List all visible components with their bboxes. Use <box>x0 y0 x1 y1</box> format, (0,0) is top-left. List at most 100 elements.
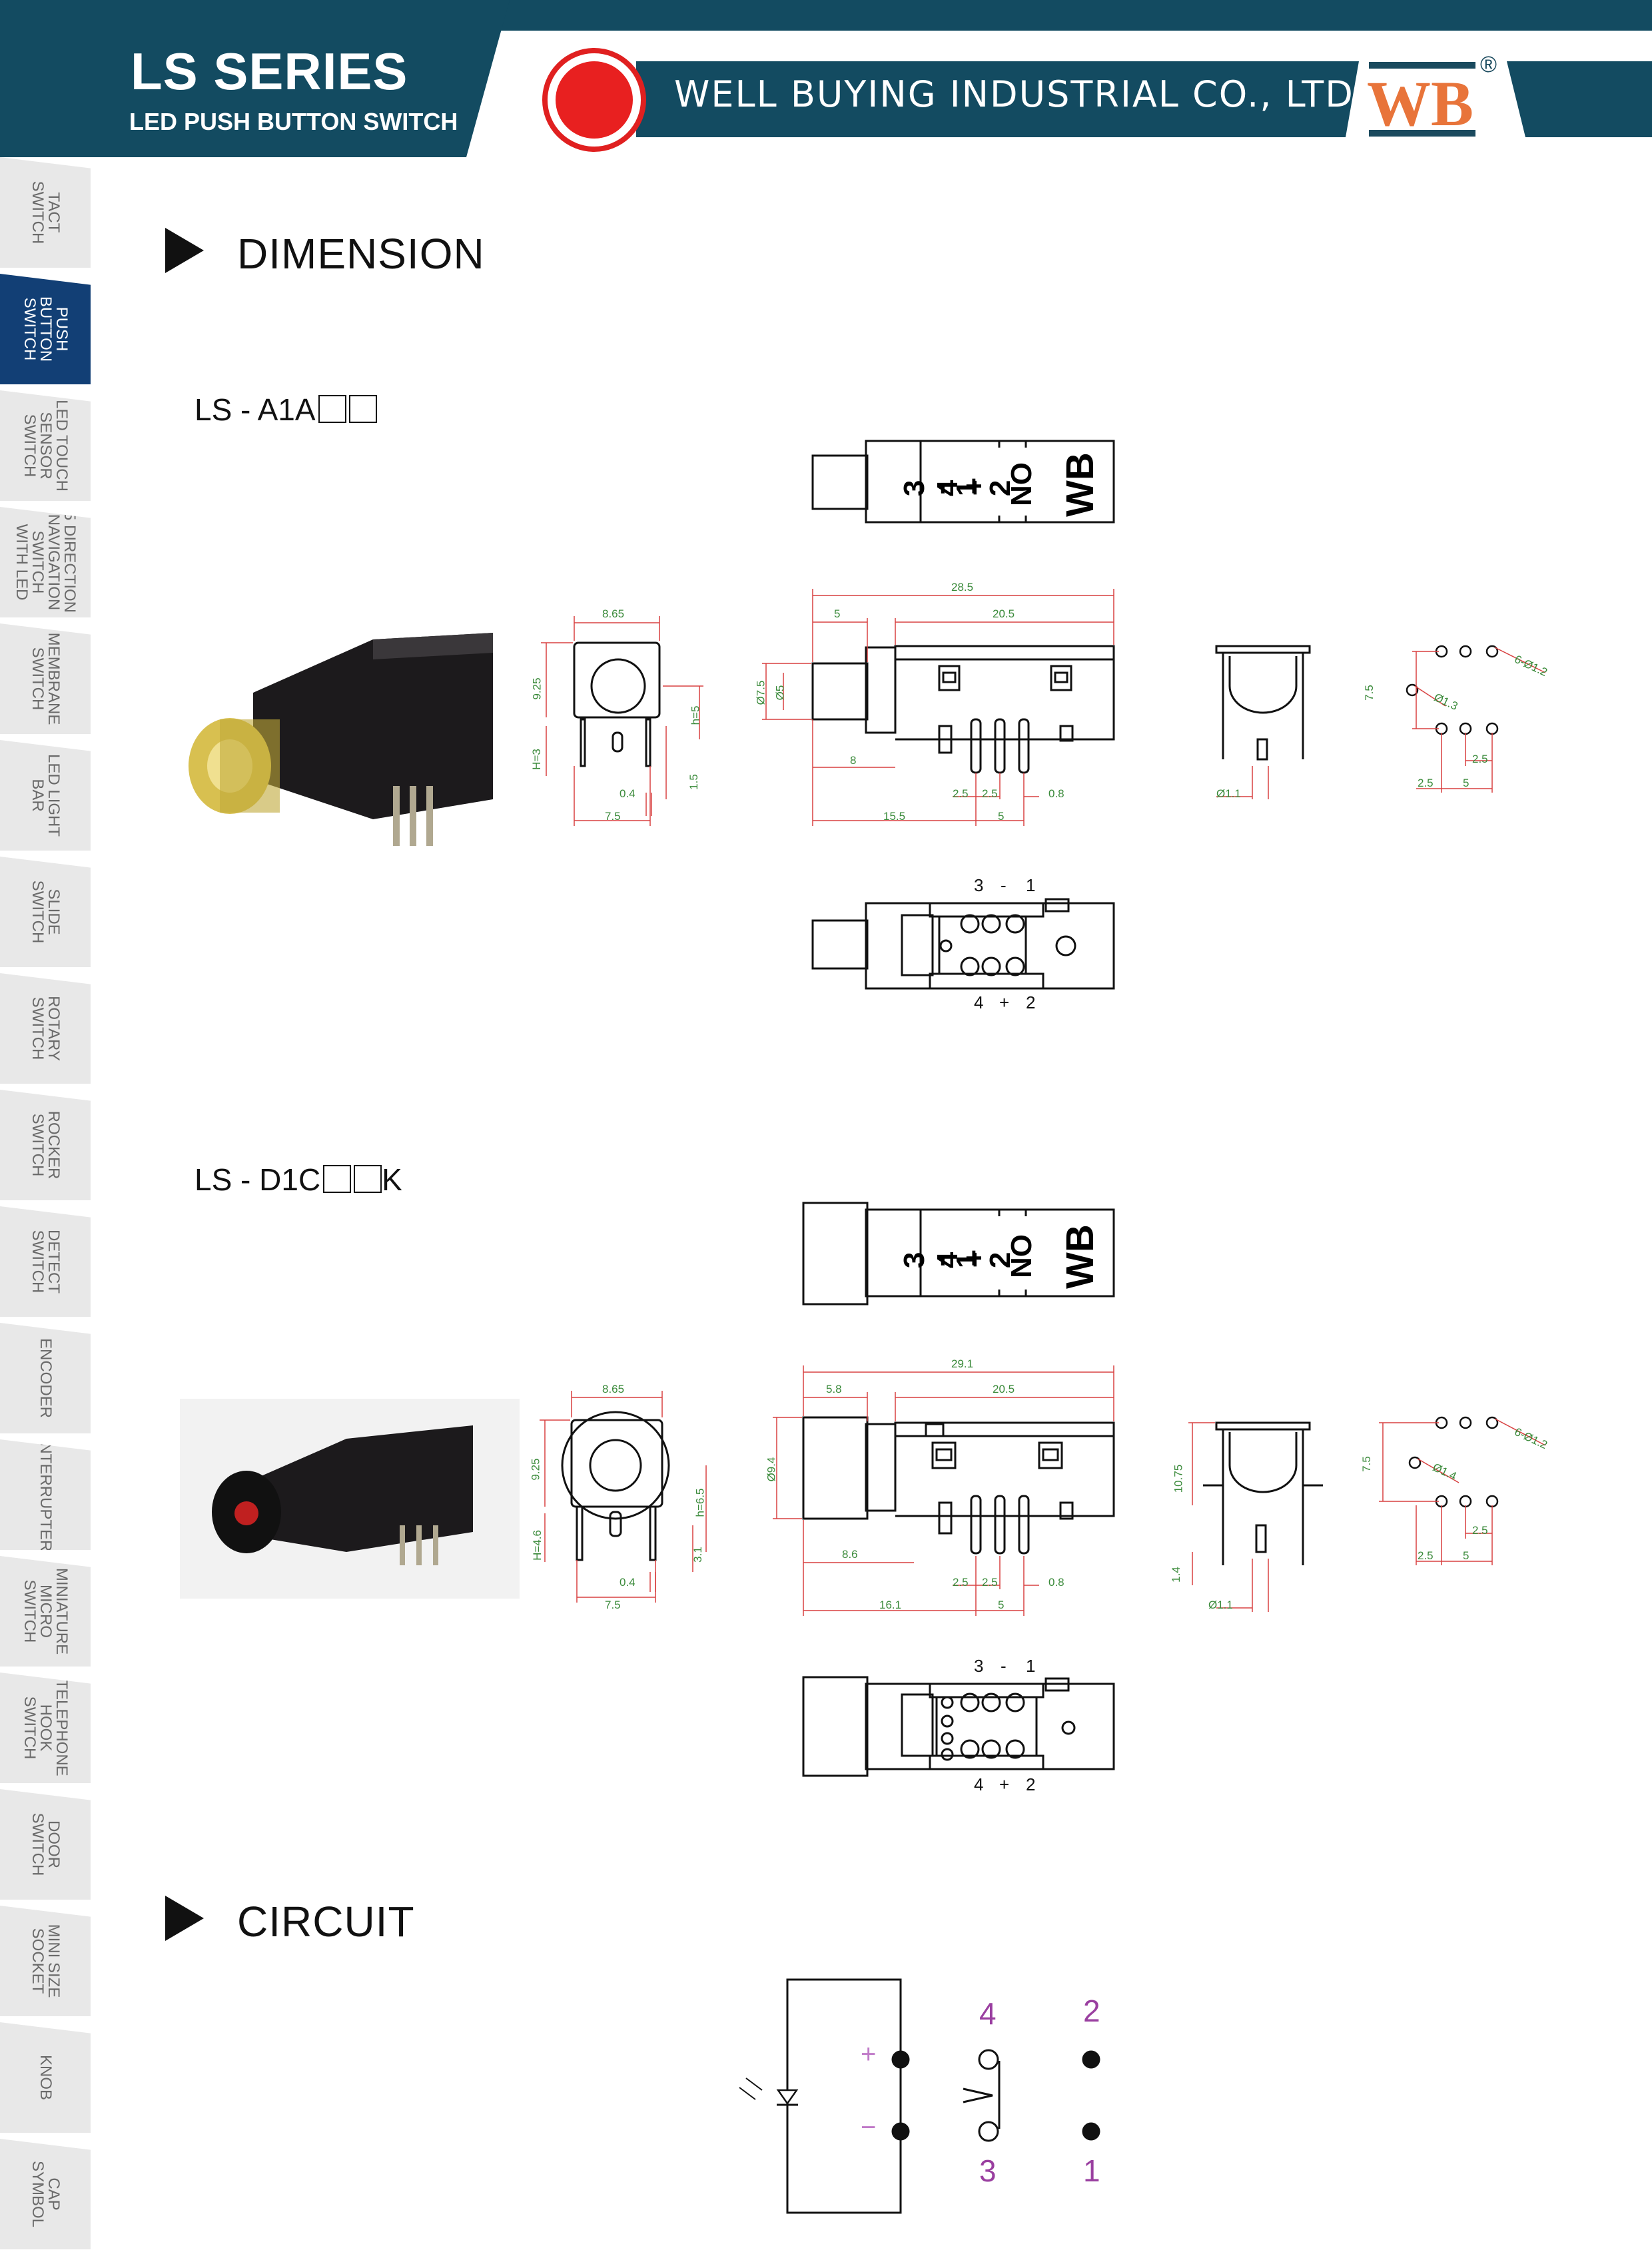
sidebar-tab[interactable]: MINIATURE MICRO SWITCH <box>0 1556 91 1667</box>
sidebar-tab[interactable]: PUSH BUTTON SWITCH <box>0 274 91 384</box>
dim-label: 5 <box>1463 777 1469 789</box>
dim-label: 1.4 <box>1169 1567 1182 1583</box>
registered-mark: ® <box>1480 52 1497 77</box>
dim-label: 20.5 <box>993 607 1015 620</box>
company-name: WELL BUYING INDUSTRIAL CO., LTD <box>674 73 1354 115</box>
dim-label: 20.5 <box>993 1383 1015 1395</box>
d1c-side-view <box>773 1365 1115 1616</box>
dim-label: 15.5 <box>883 810 906 823</box>
dim-label: 2.5 <box>953 1576 969 1589</box>
dim-label: 5 <box>834 607 841 620</box>
dim-label: 2.5 <box>1472 1524 1488 1537</box>
pin-number: 1 <box>1083 2153 1100 2188</box>
dim-label: Ø5 <box>773 685 787 701</box>
series-subtitle: LED PUSH BUTTON SWITCH <box>129 108 458 135</box>
circuit-diagram <box>739 1978 1100 2214</box>
led-minus-label: − <box>861 2113 877 2142</box>
d1c-top-view <box>802 1202 1115 1306</box>
sidebar-tab[interactable]: KNOB <box>0 2022 91 2133</box>
dim-label: 0.8 <box>1048 1576 1064 1589</box>
pin-label: 1 <box>1026 875 1036 895</box>
model-label-a1a: LS - A1A <box>195 392 377 428</box>
a1a-bottom-view <box>811 898 1115 990</box>
sidebar-tab[interactable]: CAP SYMBOL <box>0 2139 91 2249</box>
dim-label: 10.75 <box>1172 1464 1185 1493</box>
pin-label: 4 <box>974 992 984 1012</box>
dim-label: 2.5 <box>1418 777 1434 789</box>
sidebar-tab[interactable]: INTERRUPTER <box>0 1439 91 1550</box>
play-arrow-icon <box>165 1896 204 1941</box>
d1c-pcb-layout <box>1379 1416 1546 1565</box>
dim-label: 5 <box>998 810 1005 823</box>
pin-number: 4 <box>979 1996 997 2031</box>
dim-label: h=5 <box>689 705 702 725</box>
sidebar-tab[interactable]: ROTARY SWITCH <box>0 973 91 1084</box>
pin-label: 4 <box>974 1774 984 1794</box>
dim-label: Ø1.1 <box>1216 787 1241 800</box>
dim-label: Ø1.1 <box>1208 1599 1233 1611</box>
sidebar-tab[interactable]: TACT SWITCH <box>0 157 91 268</box>
a1a-top-markings: 3 4 - + 1 2 NO WB <box>898 452 1102 517</box>
a1a-end-view <box>1215 645 1311 799</box>
dimension-heading: DIMENSION <box>237 230 485 278</box>
dim-label: 8 <box>850 754 857 767</box>
d1c-top-markings: 3 4 - + 1 2 NO WB <box>898 1224 1102 1289</box>
series-title: LS SERIES <box>131 42 408 101</box>
d1c-end-view <box>1188 1421 1323 1612</box>
dim-label: 3.1 <box>691 1547 704 1563</box>
dim-label: 9.25 <box>530 677 544 700</box>
pin-label: + <box>999 1774 1010 1794</box>
dim-label: 8.65 <box>602 607 625 620</box>
circuit-heading: CIRCUIT <box>237 1898 415 1946</box>
sidebar-tab[interactable]: MEMBRANE SWITCH <box>0 623 91 734</box>
dim-label: Ø7.5 <box>754 680 767 705</box>
dim-label: 5 <box>998 1599 1005 1611</box>
a1a-front-view <box>541 616 703 826</box>
sidebar-tab[interactable]: TELEPHONE HOOK SWITCH <box>0 1673 91 1783</box>
sidebar-tab[interactable]: DOOR SWITCH <box>0 1789 91 1900</box>
pin-label: 3 <box>974 1656 984 1676</box>
dim-label: 2.5 <box>982 1576 998 1589</box>
dim-label: H=4.6 <box>530 1530 544 1561</box>
dim-label: 1.5 <box>687 774 700 790</box>
sidebar-tab[interactable]: 5 DIRECTION NAVIGATION SWITCH WITH LED <box>0 507 91 617</box>
dim-label: 29.1 <box>951 1357 974 1370</box>
sidebar-tab[interactable]: ROCKER SWITCH <box>0 1090 91 1200</box>
pin-label: 1 <box>1026 1656 1036 1676</box>
sidebar-tab[interactable]: SLIDE SWITCH <box>0 857 91 967</box>
pin-label: - <box>1001 875 1007 895</box>
dim-label: 0.4 <box>620 1576 635 1589</box>
a1a-top-view <box>811 440 1115 524</box>
dim-label: 16.1 <box>879 1599 902 1611</box>
dim-label: 8.6 <box>842 1548 858 1561</box>
dim-label: 7.5 <box>1360 1456 1373 1472</box>
dim-label: Ø9.4 <box>765 1457 778 1482</box>
dim-label: 2.5 <box>953 787 969 800</box>
dim-label: 7.5 <box>605 1599 621 1611</box>
dim-label: 0.8 <box>1048 787 1064 800</box>
dim-label: 8.65 <box>602 1383 625 1395</box>
pin-label: + <box>999 992 1010 1012</box>
pin-label: 2 <box>1026 992 1036 1012</box>
pin-label: 2 <box>1026 1774 1036 1794</box>
dim-label: h=6.5 <box>693 1488 707 1517</box>
dim-label: 0.4 <box>620 787 635 800</box>
pin-number: 2 <box>1083 1994 1100 2028</box>
dim-label: 5 <box>1463 1549 1469 1562</box>
sidebar-tab[interactable]: LED TOUCH SENSOR SWITCH <box>0 390 91 501</box>
sidebar-tab[interactable]: LED LIGHT BAR <box>0 740 91 851</box>
sidebar-tab[interactable]: MINI SIZE SOCKET <box>0 1906 91 2016</box>
play-arrow-icon <box>165 228 204 273</box>
dim-label: H=3 <box>530 749 543 770</box>
dim-label: 2.5 <box>1472 753 1488 765</box>
pin-number: 3 <box>979 2153 997 2188</box>
sidebar-tab[interactable]: ENCODER <box>0 1323 91 1433</box>
sidebar-tab[interactable]: DETECT SWITCH <box>0 1206 91 1317</box>
dim-label: 2.5 <box>982 787 998 800</box>
d1c-front-view <box>540 1391 707 1603</box>
pin-label: - <box>1001 1656 1007 1676</box>
dim-label: 5.8 <box>826 1383 842 1395</box>
